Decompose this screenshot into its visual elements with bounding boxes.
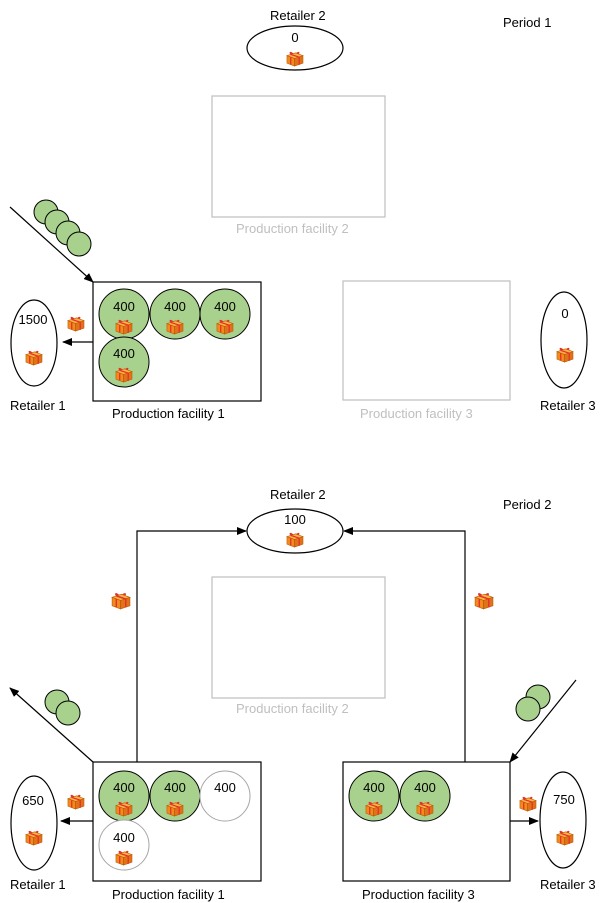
retailer-3: 750 Retailer 3: [510, 771, 596, 892]
gift-box-icon: [519, 796, 537, 812]
retailer-2-oval: [246, 25, 344, 71]
retailer-2: Retailer 2 100: [246, 487, 344, 554]
period-1: Period 1 Retailer 2 0 Production facilit…: [9, 8, 596, 421]
production-facility-3: Production facility 3 400 400: [342, 761, 511, 902]
incoming-batch: [66, 231, 92, 257]
production-facility-1: Production facility 1 400 400 400 400: [92, 281, 262, 421]
route-facility-1-to-retailer-2: [136, 527, 247, 762]
retailer-2-name: Retailer 2: [270, 8, 326, 23]
gift-box-icon: [67, 794, 85, 810]
incoming-supply: [9, 199, 94, 283]
empty-batch-circle: 400: [199, 770, 251, 822]
retailer-2: Retailer 2 0: [246, 8, 344, 71]
gift-box-icon: [111, 592, 131, 610]
incoming-supply: [509, 679, 577, 763]
outgoing-batches: [9, 687, 94, 763]
facility-2-box: [211, 576, 386, 699]
production-facility-2: Production facility 2: [211, 576, 386, 716]
batch-value: 400: [113, 299, 135, 314]
retailer-1-name: Retailer 1: [10, 877, 66, 892]
outbound-arrow: [9, 687, 94, 763]
batch-value: 400: [113, 780, 135, 795]
production-facility-2: Production facility 2: [211, 95, 386, 236]
production-facility-3: Production facility 3: [342, 280, 511, 421]
batch-circle: 400: [98, 770, 150, 822]
batch-circle: 400: [149, 288, 201, 340]
batch-value: 400: [214, 299, 236, 314]
retailer-3-name: Retailer 3: [540, 398, 596, 413]
retailer-2-value: 0: [291, 30, 298, 45]
retailer-1: 1500 Retailer 1: [10, 299, 93, 413]
retailer-3-oval: [539, 771, 587, 869]
gift-box-icon: [474, 592, 494, 610]
batch-value: 400: [113, 830, 135, 845]
retailer-2-value: 100: [284, 512, 306, 527]
facility-3-name: Production facility 3: [360, 406, 473, 421]
gift-box-icon: [67, 316, 85, 332]
retailer-1: 650 Retailer 1: [10, 775, 93, 892]
retailer-1-value: 1500: [19, 312, 48, 327]
period-label: Period 2: [503, 497, 551, 512]
facility-2-box: [211, 95, 386, 218]
retailer-3-oval: [540, 291, 588, 389]
empty-batch-circle: 400: [98, 819, 150, 871]
period-label: Period 1: [503, 15, 551, 30]
facility-1-name: Production facility 1: [112, 406, 225, 421]
inbound-arrow: [509, 679, 577, 763]
facility-3-box: [342, 280, 511, 401]
facility-1-name: Production facility 1: [112, 887, 225, 902]
route-facility-3-to-retailer-2: [343, 527, 466, 762]
retailer-3-value: 750: [553, 792, 575, 807]
batch-circle: 400: [98, 288, 150, 340]
period-2: Period 2 Retailer 2 100 Production facil…: [9, 487, 596, 902]
routes-to-retailer-2: [111, 527, 494, 762]
retailer-3-name: Retailer 3: [540, 877, 596, 892]
facility-2-name: Production facility 2: [236, 221, 349, 236]
batch-circle: 400: [348, 770, 400, 822]
retailer-1-oval: [10, 775, 58, 871]
incoming-batch: [515, 696, 541, 722]
batch-circle: 400: [399, 770, 451, 822]
facility-3-name: Production facility 3: [362, 887, 475, 902]
batch-value: 400: [113, 346, 135, 361]
inbound-arrow: [9, 206, 94, 283]
retailer-1-name: Retailer 1: [10, 398, 66, 413]
retailer-3: 0 Retailer 3: [540, 291, 596, 413]
batch-circle: 400: [149, 770, 201, 822]
batch-value: 400: [414, 780, 436, 795]
production-facility-1: Production facility 1 400 400 400 400: [92, 761, 262, 902]
retailer-1-oval: [10, 299, 58, 387]
batch-value: 400: [363, 780, 385, 795]
outgoing-batch: [55, 700, 81, 726]
retailer-3-value: 0: [561, 306, 568, 321]
batch-value: 400: [164, 780, 186, 795]
facility-2-name: Production facility 2: [236, 701, 349, 716]
batch-value: 400: [214, 780, 236, 795]
batch-circle: 400: [199, 288, 251, 340]
retailer-1-value: 650: [22, 793, 44, 808]
batch-circle: 400: [98, 336, 150, 388]
retailer-2-name: Retailer 2: [270, 487, 326, 502]
batch-value: 400: [164, 299, 186, 314]
